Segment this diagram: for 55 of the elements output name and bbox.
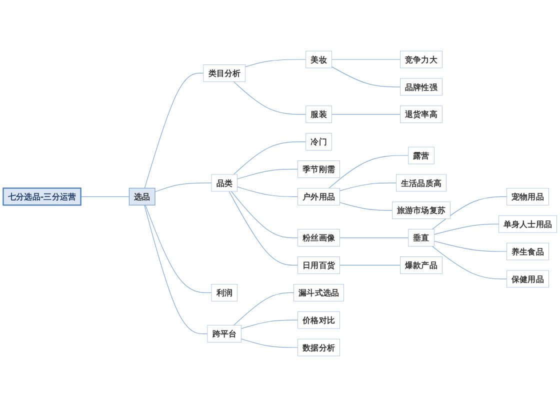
connector — [154, 182, 212, 192]
node-box: 粉丝画像 — [298, 229, 340, 246]
connector — [434, 224, 499, 235]
connector — [233, 141, 306, 175]
connector — [145, 204, 212, 293]
node-box: 类目分析 — [203, 64, 246, 82]
connector — [331, 114, 401, 115]
connector — [233, 292, 294, 326]
node-box: 季节刚需 — [298, 160, 340, 178]
connector — [237, 186, 298, 197]
connector — [339, 237, 409, 238]
node-box: 保健用品 — [506, 270, 549, 288]
node-box: 漏斗式选品 — [294, 284, 344, 302]
node-box: 服装 — [306, 106, 332, 124]
node-box: 选品 — [128, 188, 156, 206]
connector — [241, 320, 298, 329]
node-box: 品类 — [211, 174, 238, 192]
node-box: 美妆 — [306, 50, 332, 68]
connector — [328, 155, 409, 188]
node-box: 冷门 — [306, 133, 332, 150]
connector — [144, 72, 204, 188]
node-box: 退货率高 — [400, 106, 442, 124]
connector — [241, 338, 298, 348]
node-box: 垂直 — [408, 229, 434, 246]
node-box: 日用百货 — [298, 256, 340, 274]
connector — [331, 66, 401, 88]
connector — [432, 246, 508, 280]
connector — [80, 196, 130, 197]
connector — [231, 191, 298, 238]
connector — [233, 81, 306, 115]
connector — [237, 168, 298, 180]
node-box: 跨平台 — [207, 325, 242, 342]
node-box: 竞争力大 — [400, 50, 442, 68]
connector — [432, 196, 508, 230]
connector — [339, 264, 401, 266]
connector — [434, 240, 508, 252]
node-box: 户外用品 — [298, 188, 340, 206]
node-box: 单身人士用品 — [498, 215, 557, 233]
node-box: 数据分析 — [298, 338, 340, 356]
connector — [245, 59, 306, 68]
connector — [144, 204, 208, 334]
node-box: 旅游市场复苏 — [392, 202, 450, 220]
node-box: 宠物用品 — [506, 188, 549, 206]
node-box: 品牌性强 — [400, 78, 442, 96]
node-box: 价格对比 — [298, 311, 340, 329]
connector — [331, 59, 401, 60]
node-box: 生活品质高 — [396, 174, 446, 192]
connector — [228, 191, 298, 266]
node-box: 养生食品 — [506, 242, 549, 260]
node-box: 露营 — [408, 146, 434, 164]
connector — [339, 182, 397, 192]
node-box: 爆款产品 — [400, 256, 442, 274]
node-box: 七分选品-三分运营 — [2, 188, 82, 206]
connector — [339, 202, 392, 211]
node-box: 利润 — [211, 284, 238, 302]
